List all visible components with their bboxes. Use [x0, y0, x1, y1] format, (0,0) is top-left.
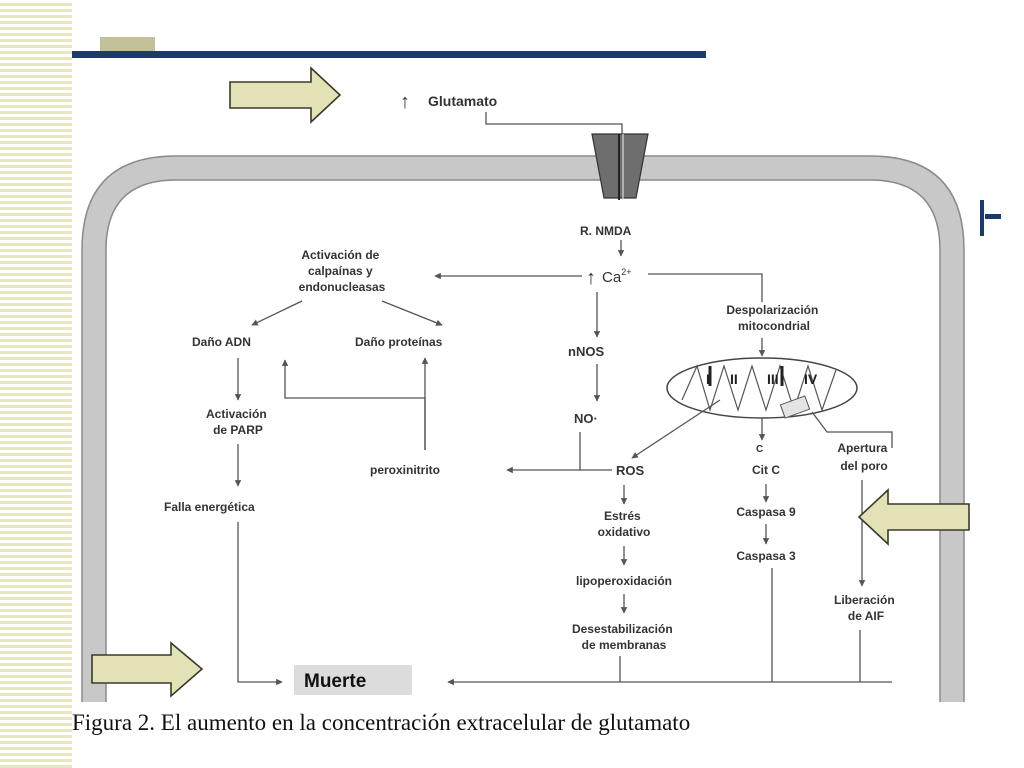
- right-marker-vertical: [980, 200, 984, 236]
- label-caspasa-3: Caspasa 3: [736, 549, 796, 563]
- label-cit-c-small: C: [756, 444, 763, 455]
- label-lipoperoxidacion: lipoperoxidación: [576, 574, 672, 588]
- label-peroxinitrito: peroxinitrito: [370, 463, 440, 477]
- label-activacion-parp: Activación de PARP: [206, 407, 270, 437]
- label-activacion-calpainas: Activación de calpaínas y endonucleasas: [299, 248, 386, 294]
- title-accent-block: [100, 37, 155, 51]
- right-marker-horizontal: [985, 214, 1001, 219]
- excitotoxicity-diagram: ↑ Glutamato R. NMDA ↑ Ca2+ Activación de…: [81, 60, 965, 702]
- nmda-receptor-icon: [591, 133, 649, 200]
- callout-arrow-glutamato: [229, 66, 343, 124]
- label-dano-adn: Daño ADN: [192, 335, 251, 349]
- label-ros: ROS: [616, 463, 645, 478]
- label-nnos: nNOS: [568, 344, 604, 359]
- cell-membrane: [82, 156, 964, 702]
- label-complejo-iv: IV: [804, 371, 818, 387]
- label-complejo-ii: II: [730, 371, 738, 387]
- label-calcio: Ca2+: [602, 267, 631, 286]
- figure-caption: Figura 2. El aumento en la concentración…: [72, 710, 691, 735]
- label-cit-c: Cit C: [752, 463, 780, 477]
- label-complejo-iii: III: [767, 371, 779, 387]
- label-desestabilizacion: Desestabilización de membranas: [572, 622, 676, 652]
- arrow-right-icon: [229, 66, 342, 124]
- label-liberacion-aif: Liberación de AIF: [834, 593, 898, 623]
- arrow-right-icon: [91, 641, 204, 698]
- title-rule: [72, 51, 706, 58]
- label-estres-oxidativo: Estrés oxidativo: [598, 509, 651, 539]
- mitochondrion-icon: [666, 357, 858, 419]
- callout-arrow-caspasa: [857, 488, 971, 546]
- label-muerte: Muerte: [304, 671, 366, 692]
- label-dano-proteinas: Daño proteínas: [355, 335, 443, 349]
- muerte-box: [294, 665, 412, 695]
- label-glutamato: Glutamato: [428, 93, 497, 109]
- label-despolarizacion: Despolarización mitocondrial: [726, 303, 821, 333]
- label-falla-energetica: Falla energética: [164, 500, 255, 514]
- up-arrow-glutamato: ↑: [400, 91, 410, 113]
- label-complejo-i: I: [706, 371, 710, 387]
- up-arrow-calcio: ↑: [586, 267, 596, 289]
- slide-stripe-border: [0, 0, 72, 768]
- label-apertura-poro: Apertura del poro: [837, 441, 890, 473]
- label-no: NO·: [574, 411, 598, 426]
- arrow-left-icon: [857, 488, 970, 546]
- label-caspasa-9: Caspasa 9: [736, 505, 796, 519]
- callout-arrow-muerte: [91, 641, 205, 699]
- label-receptor-nmda: R. NMDA: [580, 224, 632, 238]
